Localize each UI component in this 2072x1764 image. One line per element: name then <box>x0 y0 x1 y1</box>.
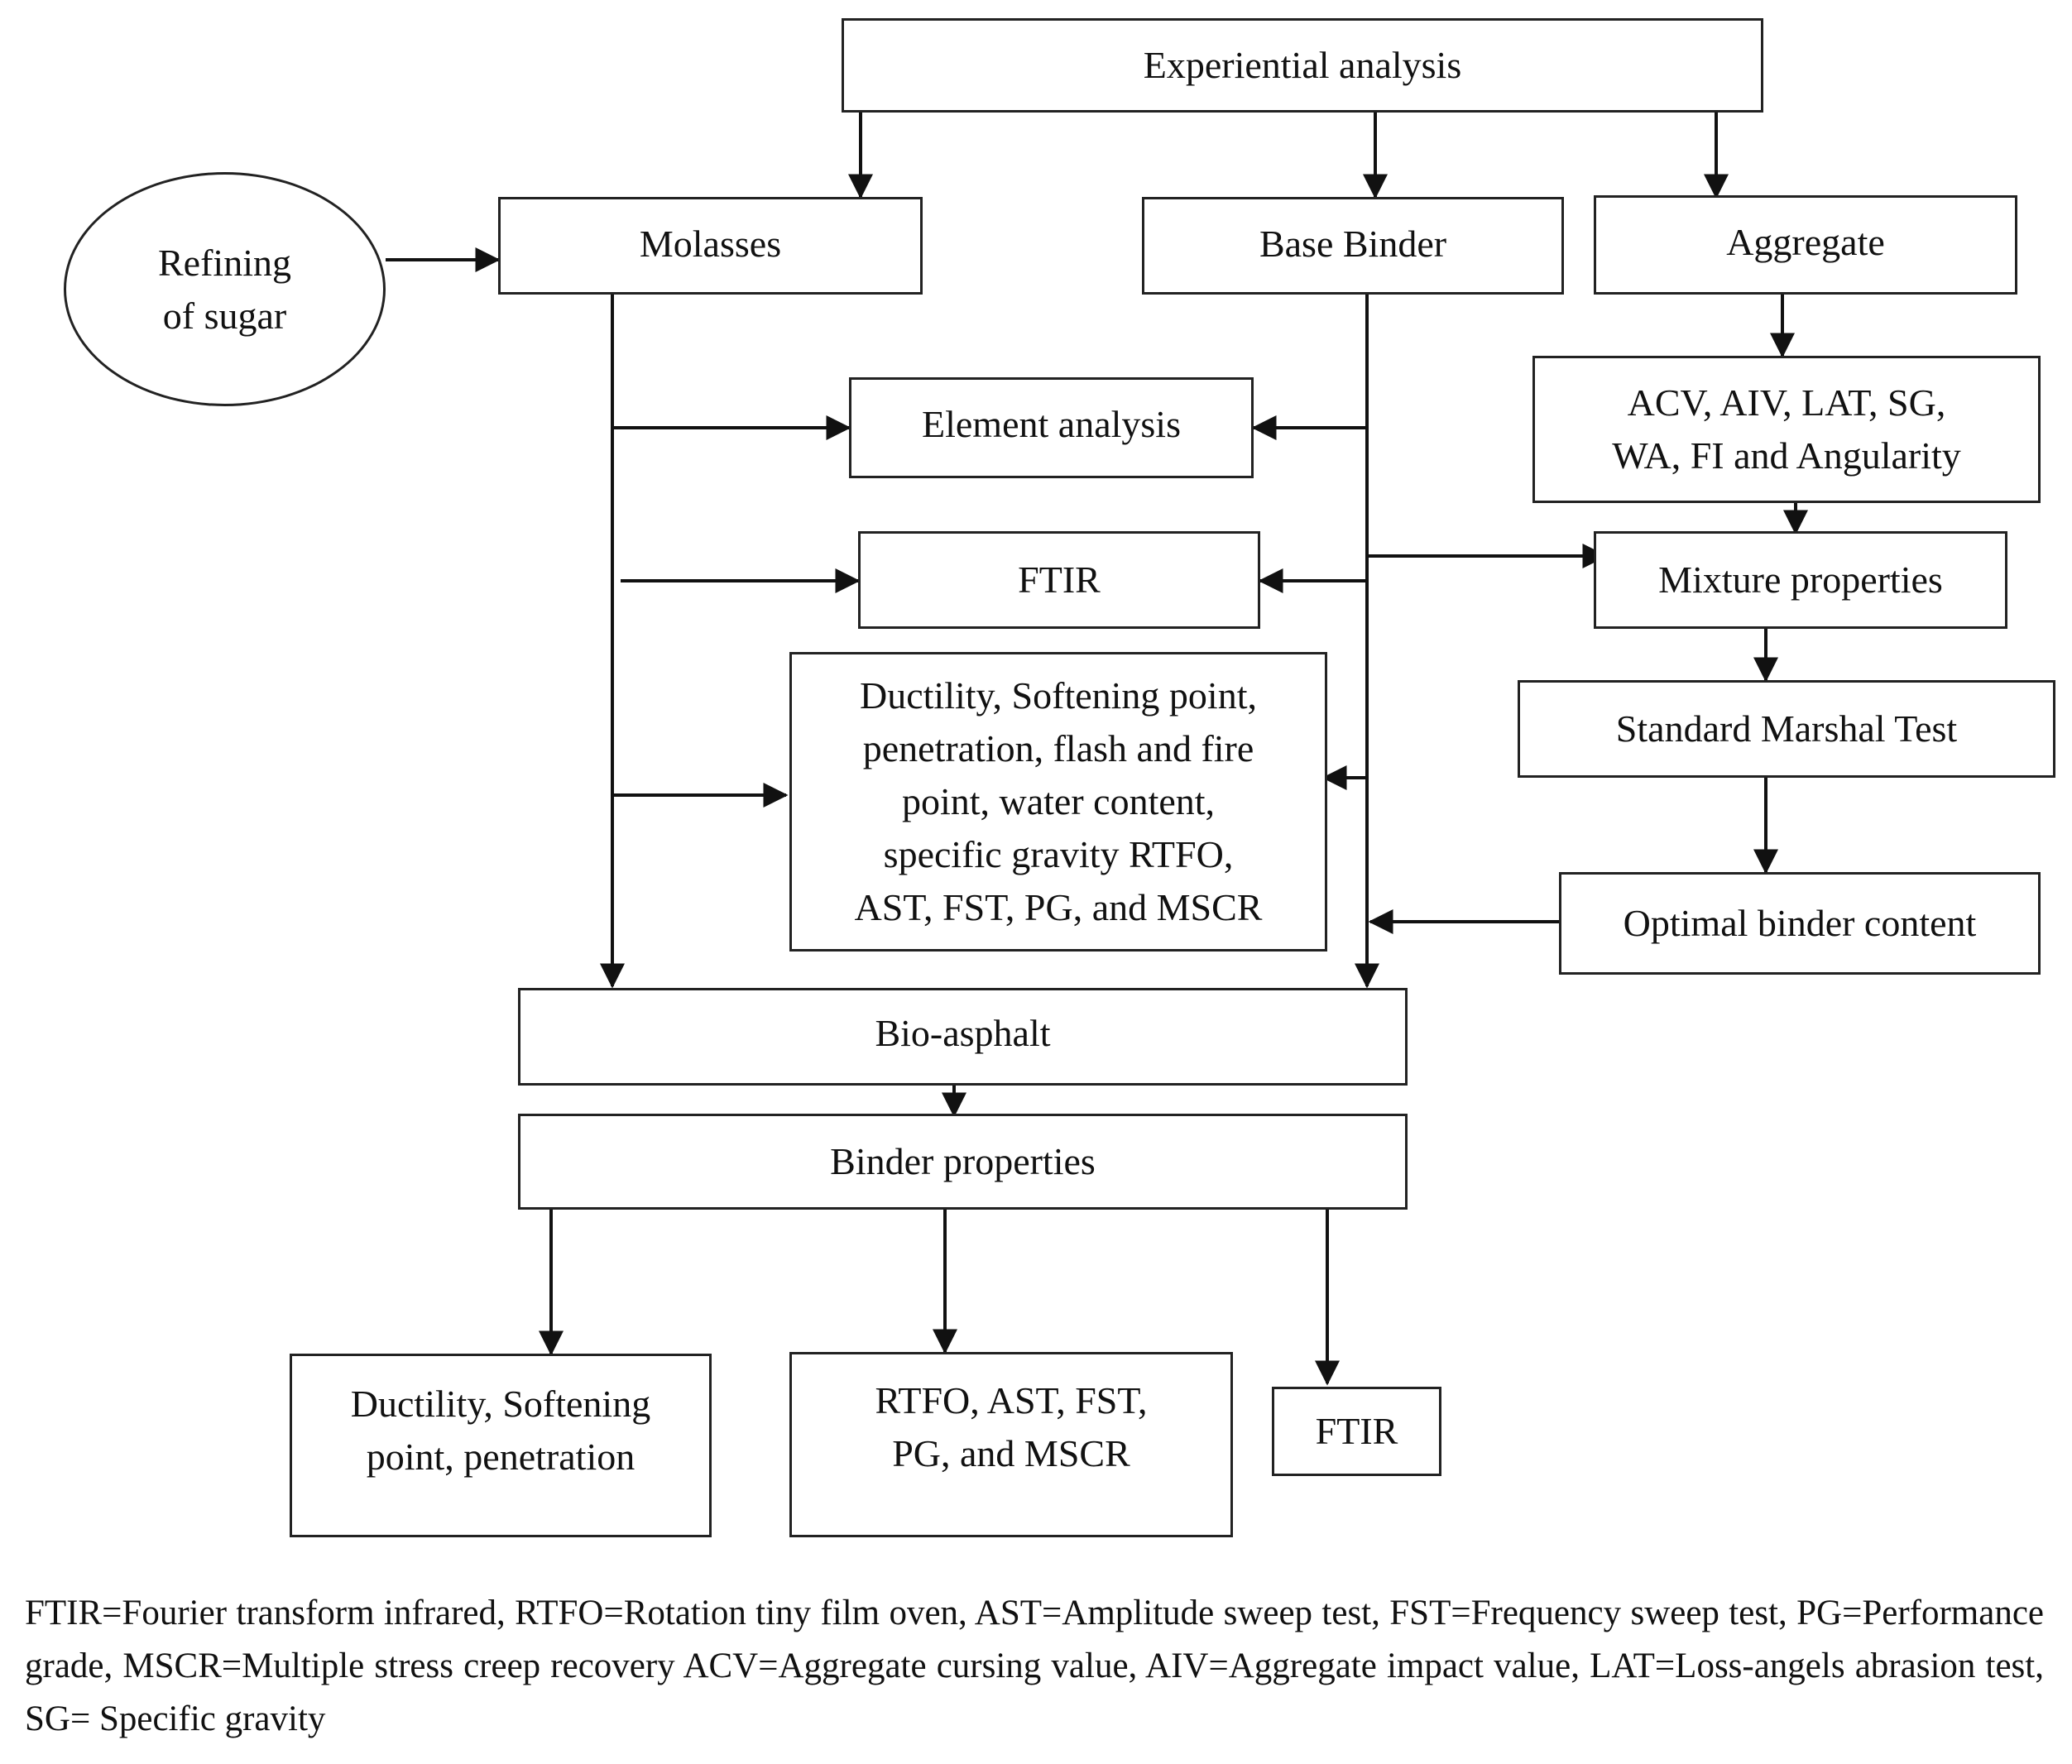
ftir-middle-label: FTIR <box>1018 558 1101 601</box>
ftir-bottom-box: FTIR <box>1272 1387 1441 1476</box>
standard-marshal-test-box: Standard Marshal Test <box>1518 680 2055 778</box>
bio-asphalt-box: Bio-asphalt <box>518 988 1408 1086</box>
aggregate-tests-label: ACV, AIV, LAT, SG, WA, FI and Angularity <box>1612 381 1961 477</box>
aggregate-tests-box: ACV, AIV, LAT, SG, WA, FI and Angularity <box>1532 356 2041 503</box>
mixture-properties-box: Mixture properties <box>1594 531 2007 629</box>
experiential-analysis-box: Experiential analysis <box>842 18 1763 113</box>
standard-marshal-test-label: Standard Marshal Test <box>1615 707 1958 750</box>
element-analysis-label: Element analysis <box>922 403 1181 445</box>
ductility-basic-label: Ductility, Softening point, penetration <box>350 1383 651 1478</box>
base-binder-label: Base Binder <box>1259 223 1447 265</box>
rheology-tests-label: RTFO, AST, FST, PG, and MSCR <box>875 1379 1148 1474</box>
element-analysis-box: Element analysis <box>849 377 1254 478</box>
mixture-properties-label: Mixture properties <box>1658 558 1943 601</box>
optimal-binder-content-box: Optimal binder content <box>1559 872 2041 975</box>
ftir-middle-box: FTIR <box>858 531 1260 629</box>
base-binder-box: Base Binder <box>1142 197 1564 295</box>
binder-properties-box: Binder properties <box>518 1114 1408 1210</box>
aggregate-label: Aggregate <box>1726 221 1885 263</box>
rheology-tests-box: RTFO, AST, FST, PG, and MSCR <box>789 1352 1233 1537</box>
molasses-label: Molasses <box>639 223 782 265</box>
binder-properties-label: Binder properties <box>830 1140 1096 1182</box>
bio-asphalt-label: Bio-asphalt <box>875 1012 1051 1054</box>
ductility-basic-box: Ductility, Softening point, penetration <box>290 1354 712 1537</box>
experiential-analysis-label: Experiential analysis <box>1143 44 1462 86</box>
abbreviations-footnote: FTIR=Fourier transform infrared, RTFO=Ro… <box>25 1594 2044 1738</box>
refining-of-sugar-label: Refining of sugar <box>158 241 291 337</box>
optimal-binder-content-label: Optimal binder content <box>1623 902 1977 944</box>
refining-of-sugar-ellipse: Refining of sugar <box>64 172 386 406</box>
molasses-box: Molasses <box>498 197 923 295</box>
aggregate-box: Aggregate <box>1594 195 2017 295</box>
binder-tests-label: Ductility, Softening point, penetration,… <box>854 674 1263 928</box>
binder-tests-box: Ductility, Softening point, penetration,… <box>789 652 1327 952</box>
ftir-bottom-label: FTIR <box>1315 1410 1398 1452</box>
